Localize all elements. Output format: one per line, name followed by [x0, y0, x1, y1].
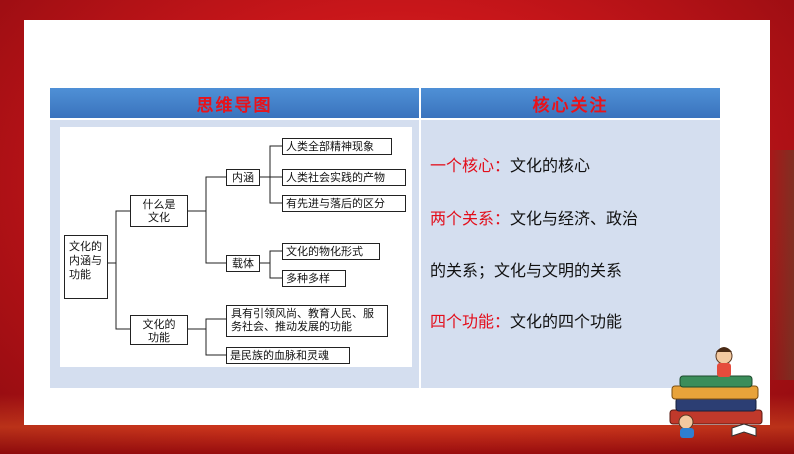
- node-connotation-item-1: 人类全部精神现象: [282, 138, 392, 155]
- node-connotation-item-2: 人类社会实践的产物: [282, 169, 406, 186]
- edge-branch1-neihan: [188, 176, 226, 212]
- node-function-item-1: 具有引领风尚、教育人民、服务社会、推动发展的功能: [226, 305, 388, 337]
- core-line-2-text: 文化与经济、政治: [510, 209, 639, 228]
- edge-branch2-item1: [188, 318, 226, 330]
- mind-map-connectors: [108, 145, 282, 356]
- edge-branch2-item2: [205, 329, 226, 356]
- edge-zaiti-item1: [260, 250, 282, 264]
- core-line-4-text: 文化的四个功能: [510, 312, 623, 331]
- edge-zaiti-item2: [269, 263, 282, 279]
- core-line-3-text: 的关系；文化与文明的关系: [430, 261, 623, 280]
- node-carrier-item-1: 文化的物化形式: [282, 243, 380, 260]
- core-line-2-label: 两个关系：: [430, 209, 511, 228]
- node-connotation: 内涵: [226, 169, 260, 186]
- core-line-4-label: 四个功能：: [430, 312, 511, 331]
- node-carrier: 载体: [226, 255, 260, 272]
- node-what-is-culture: 什么是文化: [130, 195, 188, 227]
- core-line-1-label: 一个核心：: [430, 156, 511, 175]
- core-line-2: 两个关系：文化与经济、政治: [430, 205, 638, 229]
- header-core-focus: 核心关注: [421, 88, 720, 118]
- node-root: 文化的内涵与功能: [64, 235, 108, 299]
- mind-map-diagram: 文化的内涵与功能 什么是文化 文化的功能 内涵 载体 人类全部精神现象 人类社会…: [60, 127, 412, 367]
- core-line-4: 四个功能：文化的四个功能: [430, 308, 622, 332]
- edge-root-branch1: [108, 210, 130, 264]
- node-function-item-2: 是民族的血脉和灵魂: [226, 347, 350, 364]
- core-line-1: 一个核心：文化的核心: [430, 152, 590, 176]
- header-mind-map: 思维导图: [50, 88, 419, 118]
- edge-neihan-item3: [269, 177, 282, 204]
- node-connotation-item-3: 有先进与落后的区分: [282, 195, 406, 212]
- core-line-1-text: 文化的核心: [510, 156, 591, 175]
- node-culture-function: 文化的功能: [130, 315, 188, 345]
- core-line-3: 的关系；文化与文明的关系: [430, 257, 622, 281]
- reading-children-illustration: [662, 332, 772, 442]
- cell-core-focus: [421, 120, 720, 388]
- edge-root-branch2: [115, 263, 130, 330]
- edge-neihan-item1: [260, 145, 282, 178]
- edge-branch1-zaiti: [205, 211, 226, 264]
- node-carrier-item-2: 多种多样: [282, 270, 346, 287]
